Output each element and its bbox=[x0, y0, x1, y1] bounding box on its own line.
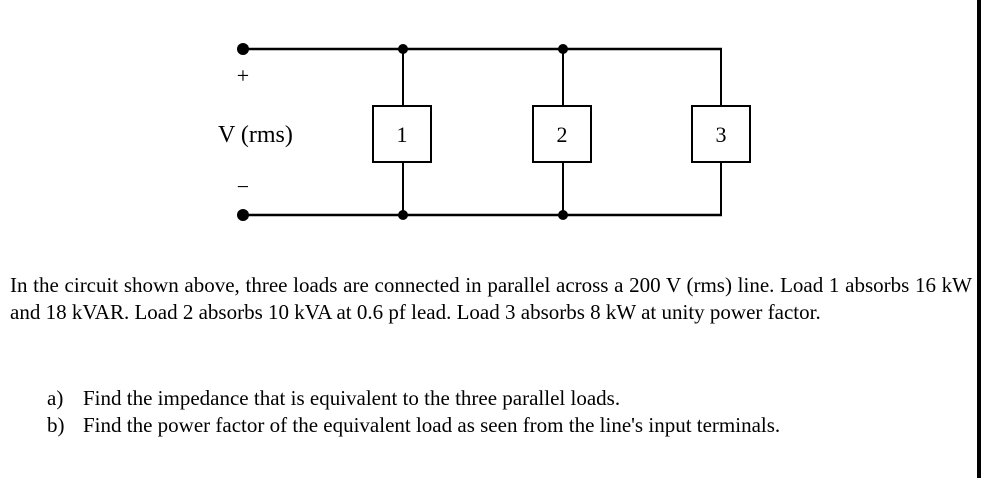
bottom-junction-load-1 bbox=[398, 210, 408, 220]
parallel-load-circuit-diagram: 1 2 3 + V (rms) − bbox=[218, 43, 751, 221]
top-junction-load-1 bbox=[398, 44, 408, 54]
question-a-text: Find the impedance that is equivalent to… bbox=[83, 386, 621, 410]
question-a: a) Find the impedance that is equivalent… bbox=[47, 385, 780, 412]
question-b: b) Find the power factor of the equivale… bbox=[47, 412, 780, 439]
bottom-terminal bbox=[237, 209, 249, 221]
load-1-box bbox=[372, 105, 432, 163]
question-a-letter: a) bbox=[47, 386, 64, 410]
load-3-box bbox=[691, 105, 751, 163]
bottom-junction-load-2 bbox=[558, 210, 568, 220]
right-edge-border bbox=[977, 0, 981, 478]
load-2-label: 2 bbox=[557, 122, 568, 147]
plus-polarity-sign: + bbox=[237, 63, 249, 88]
top-junction-load-2 bbox=[558, 44, 568, 54]
load-3-label: 3 bbox=[716, 122, 727, 147]
source-voltage-label: V (rms) bbox=[218, 122, 293, 148]
problem-statement: In the circuit shown above, three loads … bbox=[10, 273, 972, 324]
question-list: a) Find the impedance that is equivalent… bbox=[47, 385, 780, 439]
question-b-letter: b) bbox=[47, 413, 65, 437]
load-2-box bbox=[532, 105, 592, 163]
question-b-text: Find the power factor of the equivalent … bbox=[83, 413, 781, 437]
minus-polarity-sign: − bbox=[237, 174, 249, 199]
top-terminal bbox=[237, 43, 249, 55]
load-1-label: 1 bbox=[397, 122, 408, 147]
